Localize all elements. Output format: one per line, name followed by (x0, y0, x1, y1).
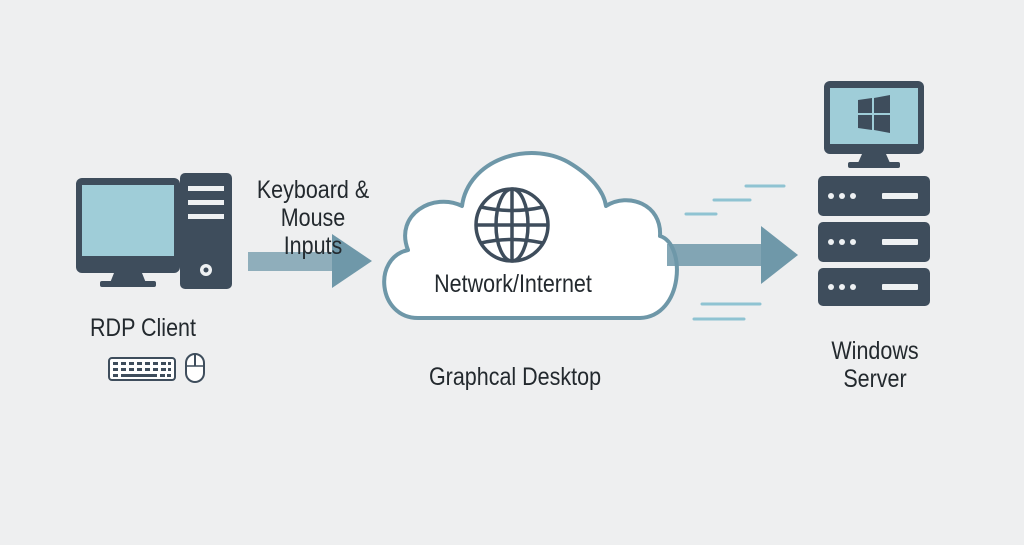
network-internet-label: Network/Internet (434, 270, 592, 298)
client-computer (76, 173, 232, 289)
server-label-line-2: Server (843, 365, 907, 393)
graphical-desktop-label: Graphcal Desktop (428, 363, 602, 391)
windows-logo-icon (858, 95, 890, 133)
keyboard-icon (108, 357, 176, 381)
mouse-icon (185, 353, 205, 383)
inputs-label-line-3: Inputs (283, 232, 343, 260)
keyboard-mouse-inputs-label: Keyboard & Mouse Inputs (240, 176, 386, 260)
globe-icon (474, 187, 550, 263)
inputs-label-line-2: Mouse (280, 204, 346, 232)
server-label-line-1: Windows (831, 337, 919, 365)
monitor-icon (76, 178, 180, 287)
motion-lines (684, 184, 786, 321)
tower-icon (180, 173, 232, 289)
input-arrow (248, 234, 372, 288)
windows-server-label: Windows Server (802, 337, 948, 393)
rdp-client-label: RDP Client (90, 314, 196, 342)
output-arrow (667, 226, 798, 284)
server-rack-icon (818, 176, 930, 306)
cloud-icon (382, 151, 679, 320)
inputs-label-line-1: Keyboard & (256, 176, 370, 204)
